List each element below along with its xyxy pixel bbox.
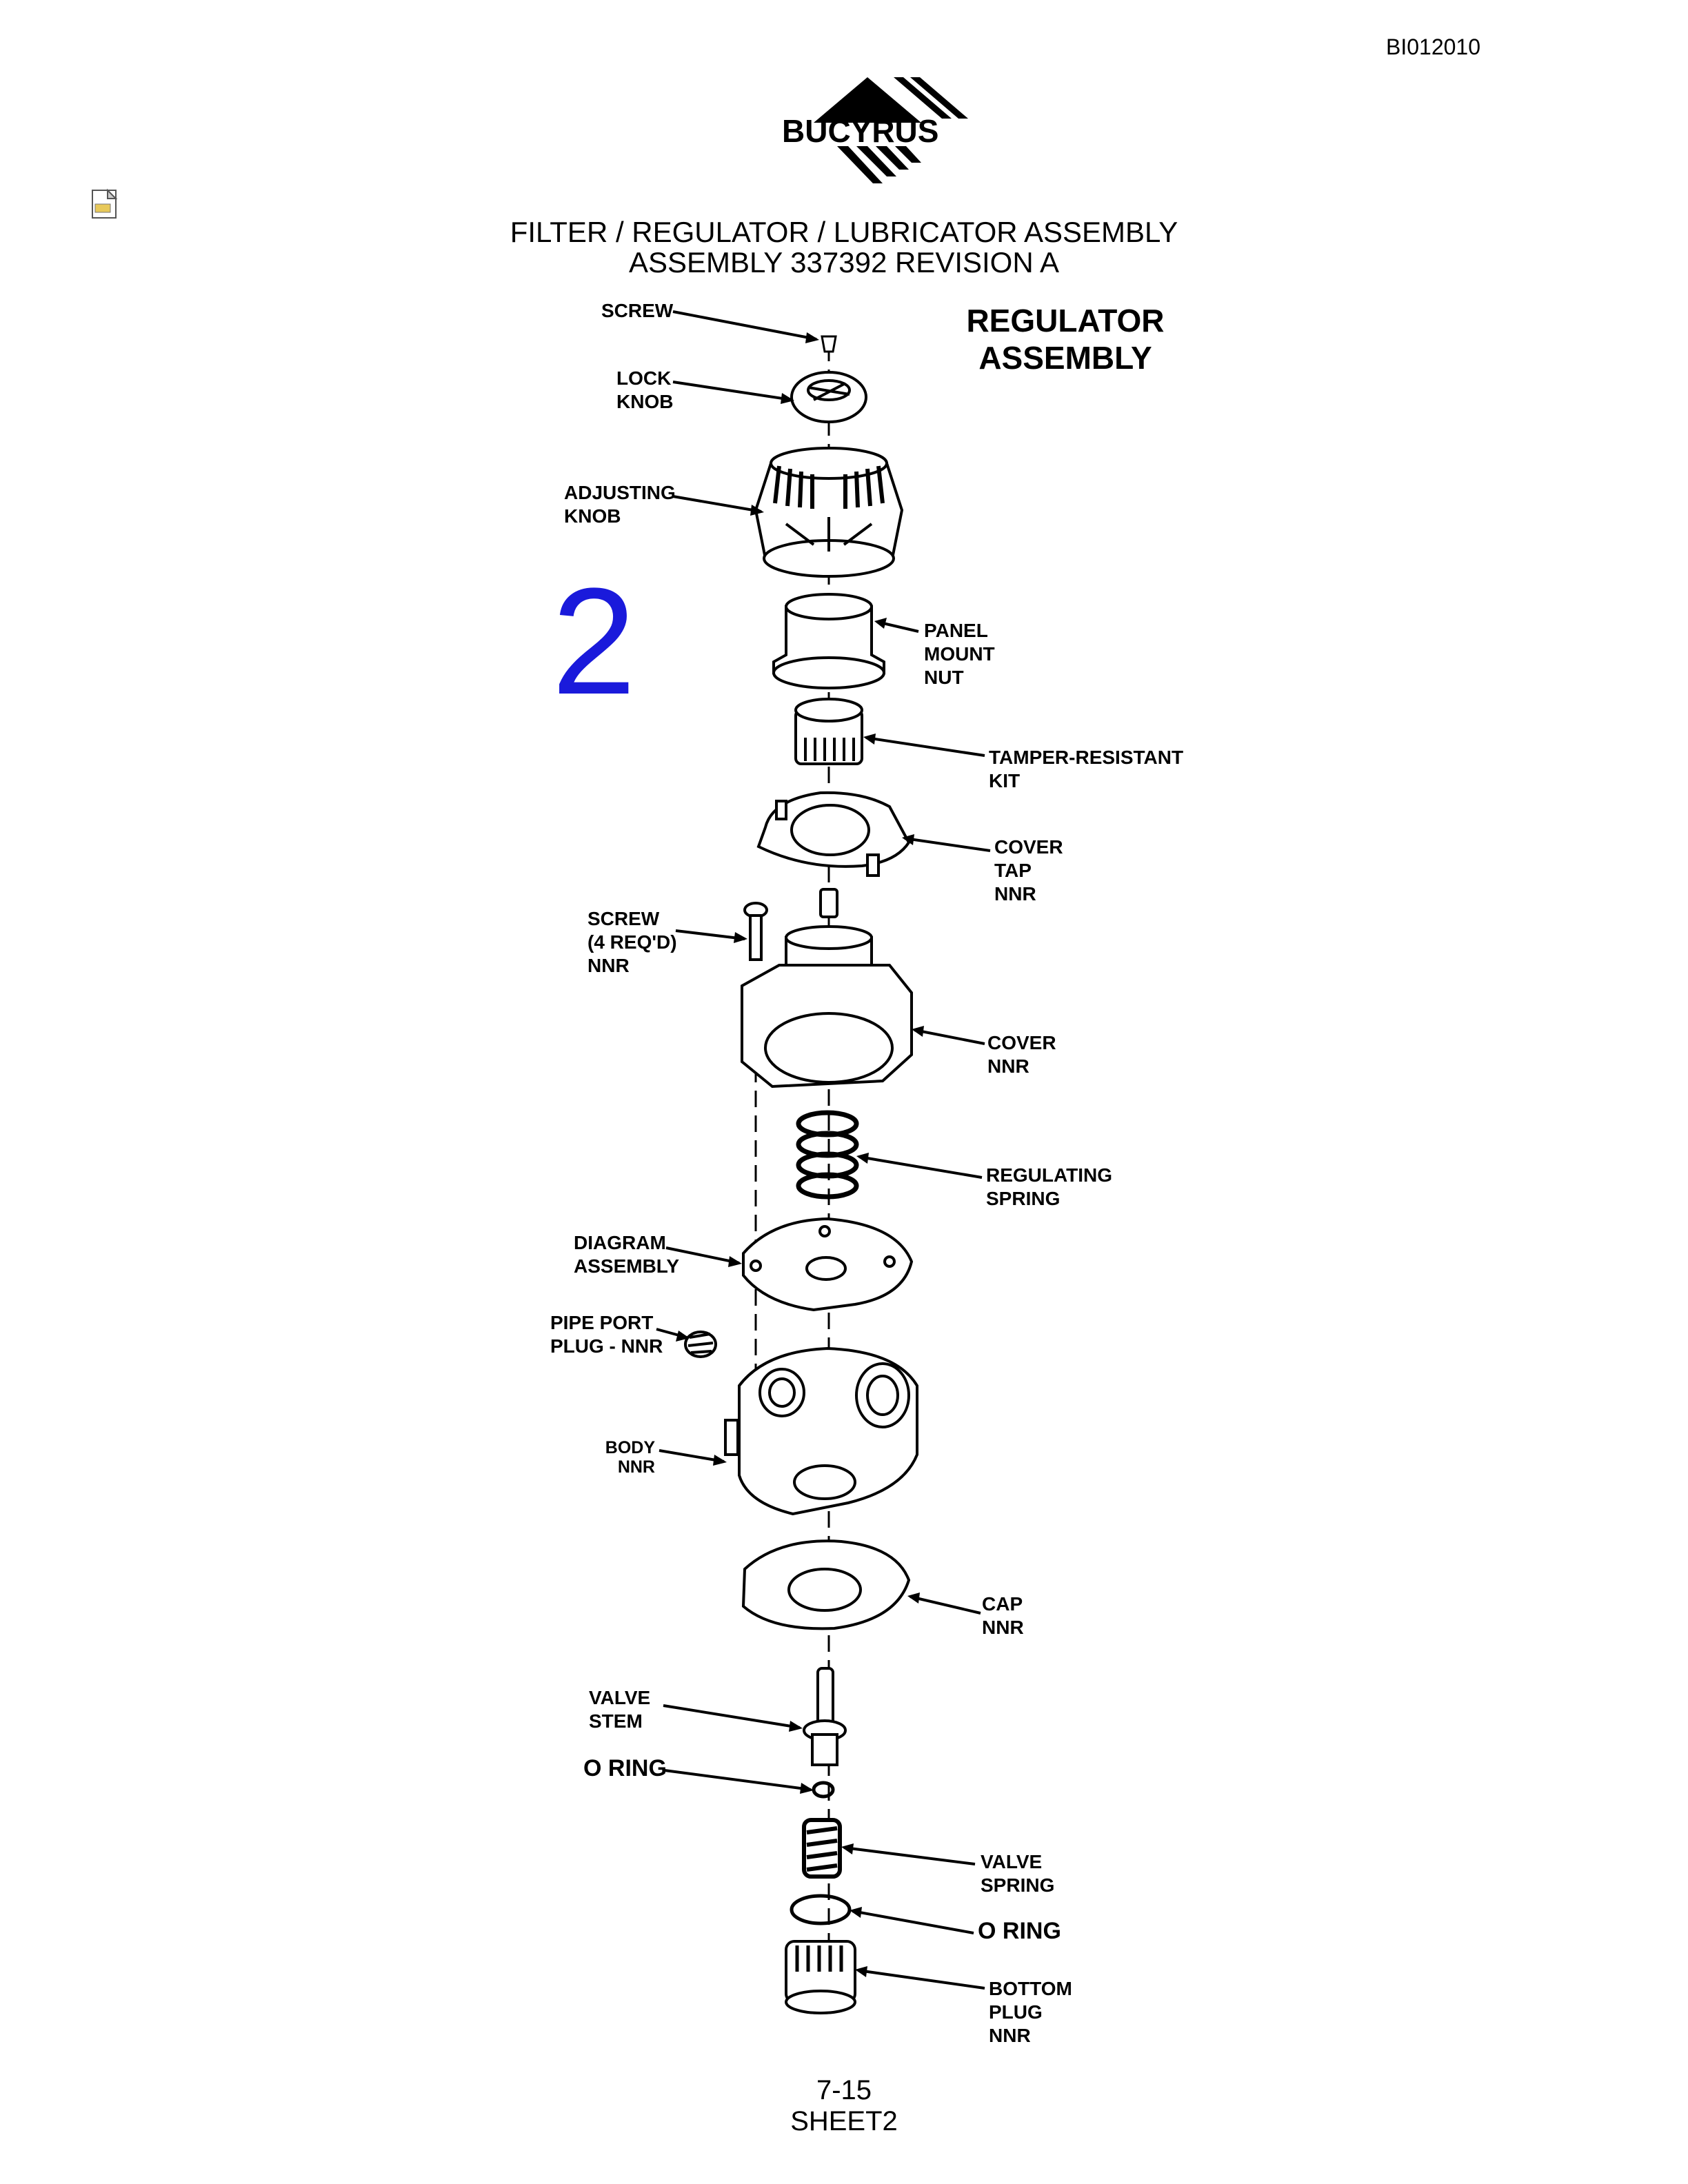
label-pipe-port-plug: PIPE PORT PLUG - NNR <box>550 1312 663 1357</box>
label-tamper-kit: TAMPER-RESISTANT KIT <box>989 747 1184 791</box>
label-diagram-assembly: DIAGRAM ASSEMBLY <box>574 1232 680 1277</box>
label-screw-top: SCREW <box>601 300 674 321</box>
label-o-ring-1: O RING <box>583 1755 667 1781</box>
label-valve-spring: VALVE SPRING <box>981 1851 1055 1896</box>
bottom-plug-part <box>785 1940 856 2014</box>
label-lock-knob: LOCK KNOB <box>616 367 674 412</box>
valve-stem-part <box>803 1667 847 1766</box>
diagram-assembly-part <box>742 1217 914 1312</box>
label-screw-4req: SCREW (4 REQ'D) NNR <box>587 908 677 976</box>
section-title-line1: REGULATOR <box>966 303 1165 338</box>
pipe-port-plug-part <box>684 1331 717 1358</box>
screw-part <box>821 335 837 353</box>
sheet-number: SHEET2 <box>790 2106 898 2136</box>
regulating-spring-part <box>796 1110 859 1200</box>
lock-knob-part <box>790 371 867 423</box>
adjusting-knob-part <box>754 447 904 578</box>
document-title-line1: FILTER / REGULATOR / LUBRICATOR ASSEMBLY <box>510 216 1178 248</box>
label-body: BODY NNR <box>605 1438 655 1477</box>
label-cover-tap: COVER TAP NNR <box>994 836 1063 904</box>
bucyrus-logo: BUCYRUS <box>782 77 968 183</box>
leader-lines <box>656 310 991 1990</box>
label-panel-mount-nut: PANEL MOUNT NUT <box>924 620 995 688</box>
o-ring-2-part <box>790 1894 852 1925</box>
tamper-kit-part <box>794 698 863 765</box>
document-title-line2: ASSEMBLY 337392 REVISION A <box>628 246 1060 279</box>
label-adjusting-knob: ADJUSTING KNOB <box>564 482 676 527</box>
cap-part <box>741 1539 911 1630</box>
screw-4req-part <box>743 902 768 961</box>
label-regulating-spring: REGULATING SPRING <box>986 1164 1113 1209</box>
cover-tap-part <box>756 791 911 877</box>
label-o-ring-2: O RING <box>978 1918 1061 1944</box>
panel-mount-nut-part <box>772 593 885 689</box>
page-number: 7-15 <box>816 2075 872 2105</box>
section-title: REGULATOR ASSEMBLY <box>962 302 1169 376</box>
label-bottom-plug: BOTTOM PLUG NNR <box>989 1978 1072 2046</box>
logo-wordmark: BUCYRUS <box>782 113 938 149</box>
attachment-icon <box>92 188 118 219</box>
body-part <box>724 1346 918 1516</box>
leader-arrowheads <box>676 332 924 1977</box>
o-ring-1-part <box>812 1781 835 1799</box>
section-title-line2: ASSEMBLY <box>978 340 1152 376</box>
label-cap: CAP NNR <box>982 1593 1024 1638</box>
valve-spring-part <box>802 1818 842 1879</box>
label-cover: COVER NNR <box>987 1032 1056 1077</box>
document-id: BI012010 <box>1386 34 1481 59</box>
label-valve-stem: VALVE STEM <box>589 1687 651 1732</box>
section-number: 2 <box>552 556 636 726</box>
cover-part <box>741 888 913 1089</box>
